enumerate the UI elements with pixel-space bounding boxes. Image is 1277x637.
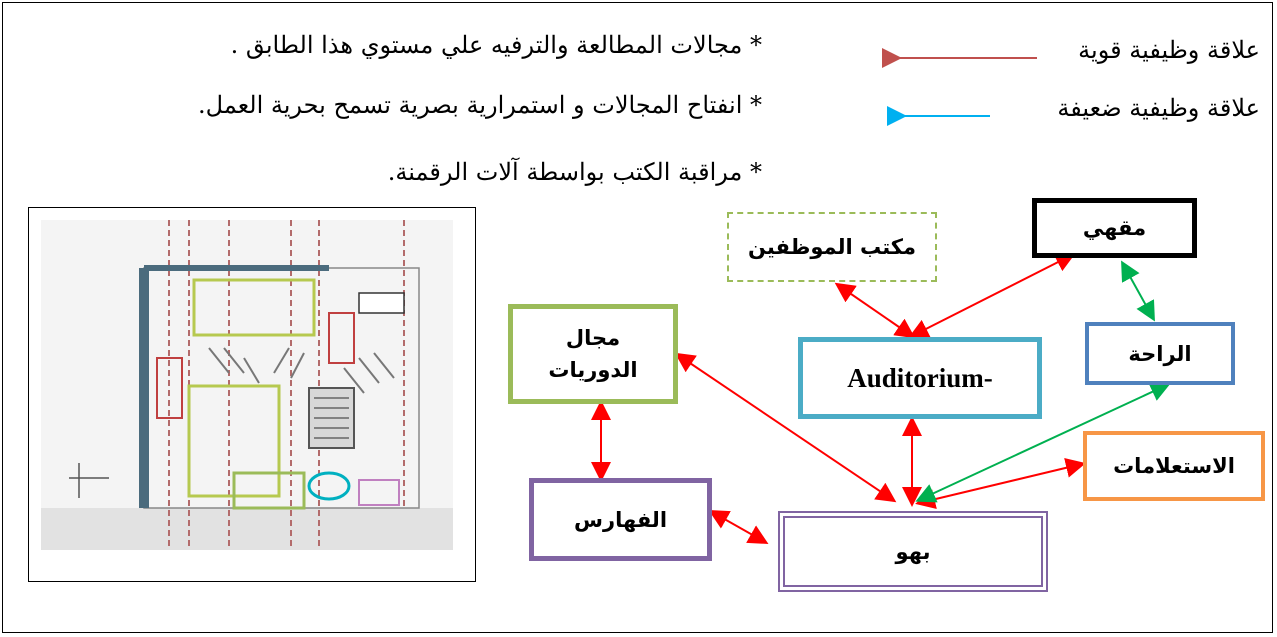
node-catalogs: الفهارس xyxy=(529,478,712,561)
legend-strong-label: علاقة وظيفية قوية xyxy=(1078,36,1260,64)
node-inquiries: الاستعلامات xyxy=(1083,431,1265,501)
node-inquiries-label: الاستعلامات xyxy=(1113,454,1235,478)
bullet-3: * مراقبة الكتب بواسطة آلات الرقمنة. xyxy=(387,158,762,186)
link-staff-auditorium xyxy=(834,282,916,339)
link-rest-hall xyxy=(915,382,1171,503)
node-rest: الراحة xyxy=(1085,322,1235,385)
node-auditorium-label: -Auditorium xyxy=(847,362,993,393)
node-periodicals-label-1: مجال xyxy=(565,326,621,350)
link-catalogs-hall xyxy=(708,510,769,544)
node-catalogs-label: الفهارس xyxy=(574,507,668,532)
node-hall: بهو xyxy=(778,511,1048,592)
node-staff-office-label: مكتب الموظفين xyxy=(747,235,917,259)
link-cafe-rest xyxy=(1121,260,1155,322)
bullet-1: * مجالات المطالعة والترفيه علي مستوي هذا… xyxy=(230,31,762,59)
node-cafe: مقهي xyxy=(1032,198,1197,258)
legend-weak-label: علاقة وظيفية ضعيفة xyxy=(1057,94,1260,122)
node-periodicals-label-2: الدوريات xyxy=(548,358,638,382)
node-hall-label: بهو xyxy=(895,539,931,564)
node-auditorium: -Auditorium xyxy=(798,337,1042,419)
node-staff-office: مكتب الموظفين xyxy=(727,212,937,282)
node-periodicals: مجال الدوريات xyxy=(508,304,678,404)
link-inquiries-hall xyxy=(915,457,1086,510)
link-auditorium-cafe xyxy=(908,253,1076,338)
node-cafe-label: مقهي xyxy=(1082,216,1147,240)
bullet-2: * انفتاح المجالات و استمرارية بصرية تسمح… xyxy=(198,91,762,119)
floor-plan-image xyxy=(28,207,476,582)
node-rest-label: الراحة xyxy=(1128,341,1192,366)
link-periodicals-hall xyxy=(674,352,897,503)
